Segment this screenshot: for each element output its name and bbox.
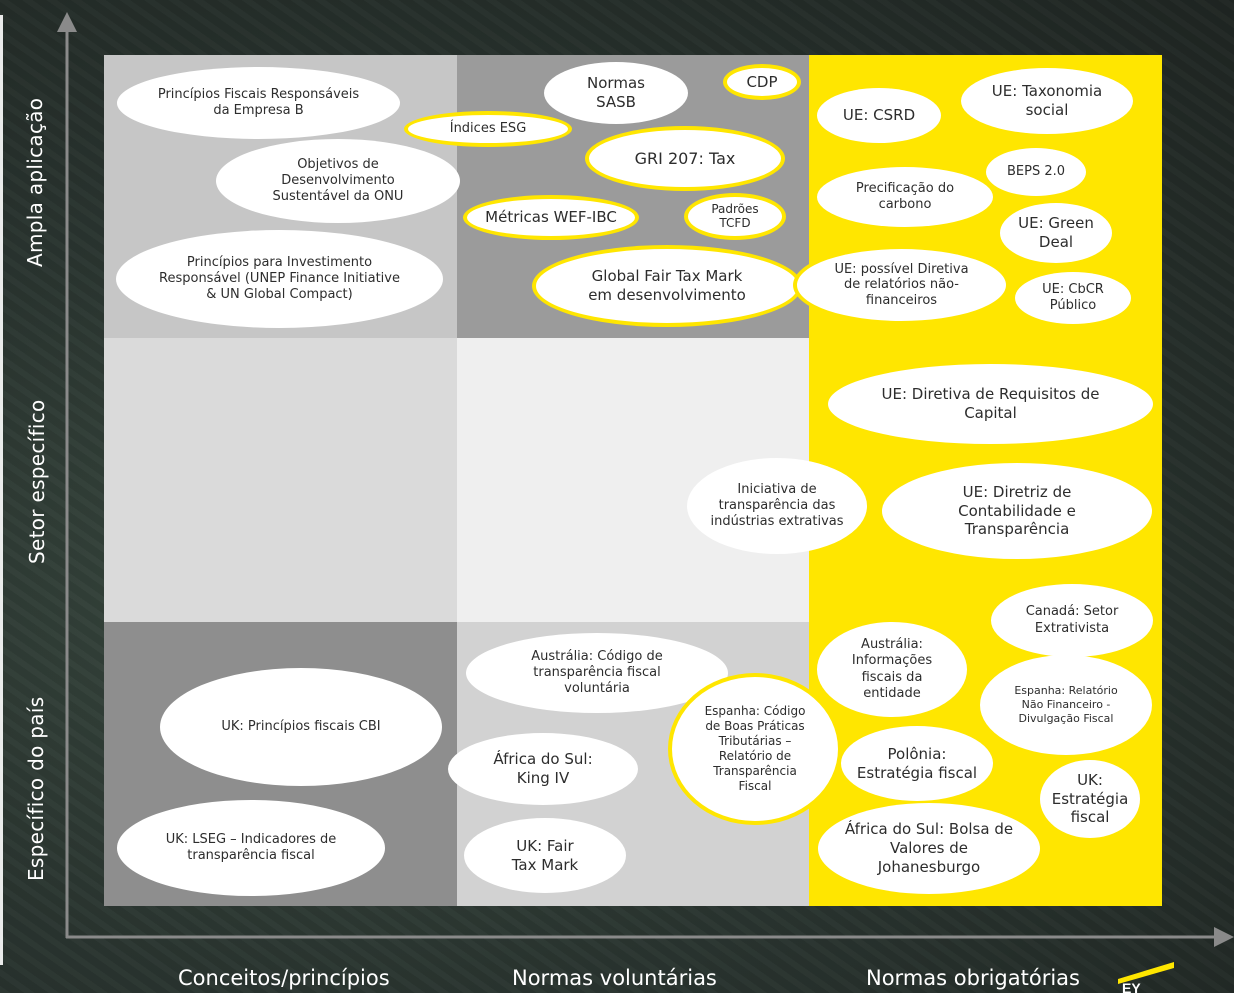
bubble-beps: BEPS 2.0 xyxy=(986,148,1086,196)
cell-sector-concepts xyxy=(104,338,457,622)
bubble-sasb: Normas SASB xyxy=(544,62,688,124)
bubble-canada: Canadá: Setor Extrativista xyxy=(991,584,1153,657)
bubble-ue-diretiva-nao-fin: UE: possível Diretiva de relatórios não-… xyxy=(793,245,1010,325)
x-label-mandatory: Normas obrigatórias xyxy=(866,966,1080,990)
bubble-uk-estrategia: UK: Estratégia fiscal xyxy=(1040,760,1140,838)
bubble-uk-fair-tax: UK: Fair Tax Mark xyxy=(464,818,626,893)
x-label-voluntary: Normas voluntárias xyxy=(512,966,717,990)
bubble-africa-king: África do Sul: King IV xyxy=(448,733,638,805)
ey-logo: EY xyxy=(1118,962,1174,993)
bubble-uk-cbi: UK: Princípios fiscais CBI xyxy=(160,668,442,786)
bubble-uk-lseg: UK: LSEG – Indicadores de transparência … xyxy=(117,800,385,896)
bubble-australia-voluntaria: Austrália: Código de transparência fisca… xyxy=(466,633,728,713)
bubble-ue-cbcr: UE: CbCR Público xyxy=(1015,272,1131,324)
bubble-precificacao: Precificação do carbono xyxy=(817,167,993,227)
left-rule xyxy=(0,15,3,965)
bubble-indices-esg: Índices ESG xyxy=(404,111,572,147)
bubble-global-fair-tax: Global Fair Tax Mark em desenvolvimento xyxy=(532,245,802,327)
bubble-gri207: GRI 207: Tax xyxy=(585,126,785,191)
bubble-polonia: Polônia: Estratégia fiscal xyxy=(841,726,993,801)
bubble-ue-taxonomia: UE: Taxonomia social xyxy=(961,68,1133,134)
y-label-country: Específico do país xyxy=(24,696,48,881)
y-label-sector: Setor específico xyxy=(25,399,49,564)
bubble-espanha-relatorio: Espanha: Relatório Não Financeiro - Divu… xyxy=(980,655,1152,755)
bubble-ue-contabilidade: UE: Diretriz de Contabilidade e Transpar… xyxy=(882,463,1152,559)
y-label-broad: Ampla aplicação xyxy=(23,97,47,267)
bubble-pri: Princípios para Investimento Responsável… xyxy=(116,230,443,328)
bubble-wef-ibc: Métricas WEF-IBC xyxy=(463,195,639,240)
bubble-australia-entidade: Austrália: Informações fiscais da entida… xyxy=(817,622,967,717)
bubble-cdp: CDP xyxy=(723,64,801,100)
bubble-africa-jse: África do Sul: Bolsa de Valores de Johan… xyxy=(818,803,1040,894)
x-axis-arrow xyxy=(1214,927,1234,947)
bubble-fiscais-empresa-b: Princípios Fiscais Responsáveis da Empre… xyxy=(117,67,400,139)
bubble-ue-capital: UE: Diretiva de Requisitos de Capital xyxy=(828,364,1153,444)
svg-text:EY: EY xyxy=(1122,980,1141,993)
bubble-green-deal: UE: Green Deal xyxy=(1000,203,1112,263)
y-axis-arrow xyxy=(57,12,77,32)
bubble-espanha-codigo: Espanha: Código de Boas Práticas Tributá… xyxy=(668,673,842,825)
bubble-ue-csrd: UE: CSRD xyxy=(817,88,941,143)
bubble-eiti: Iniciativa de transparência das indústri… xyxy=(687,458,867,554)
bubble-tcfd: Padrões TCFD xyxy=(684,193,786,240)
x-label-concepts: Conceitos/princípios xyxy=(178,966,390,990)
bubble-ods-onu: Objetivos de Desenvolvimento Sustentável… xyxy=(216,139,460,223)
